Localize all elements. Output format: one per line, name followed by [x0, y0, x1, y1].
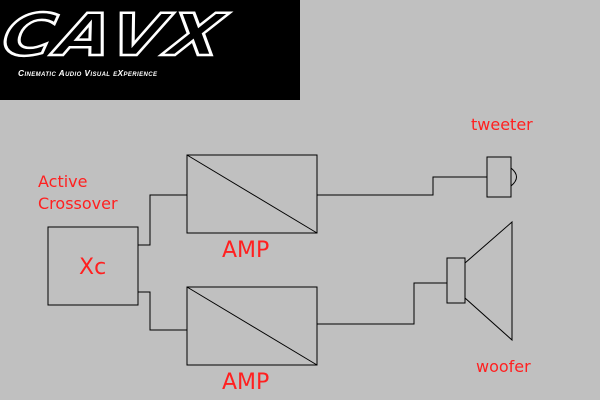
tweeter-body: [486, 156, 512, 198]
crossover-box: [47, 226, 139, 306]
wire-crossover-to-amp-top: [138, 194, 187, 246]
crossover-label: Crossover: [38, 194, 118, 213]
amp-top-diagonal: [186, 154, 318, 234]
amp-bottom-label: AMP: [222, 370, 270, 395]
logo-tagline: Cinematic Audio Visual eXperience: [18, 68, 158, 78]
tweeter-label: tweeter: [471, 115, 533, 134]
active-label: Active: [38, 172, 88, 191]
xc-label: Xc: [79, 255, 107, 280]
wire-amp-to-woofer: [317, 282, 447, 325]
amp-bottom-box: [186, 286, 318, 366]
wire-amp-to-tweeter: [317, 176, 487, 196]
tweeter-dome: [510, 167, 517, 187]
woofer-cone: [464, 220, 513, 342]
amp-top-box: [186, 154, 318, 234]
woofer-magnet: [446, 257, 466, 304]
woofer-label: woofer: [476, 357, 531, 376]
amp-bottom-diagonal: [186, 286, 318, 366]
cavx-logo: CAVX Cinematic Audio Visual eXperience: [0, 0, 300, 100]
amp-top-label: AMP: [222, 238, 270, 263]
wire-crossover-to-amp-bottom: [138, 291, 187, 331]
